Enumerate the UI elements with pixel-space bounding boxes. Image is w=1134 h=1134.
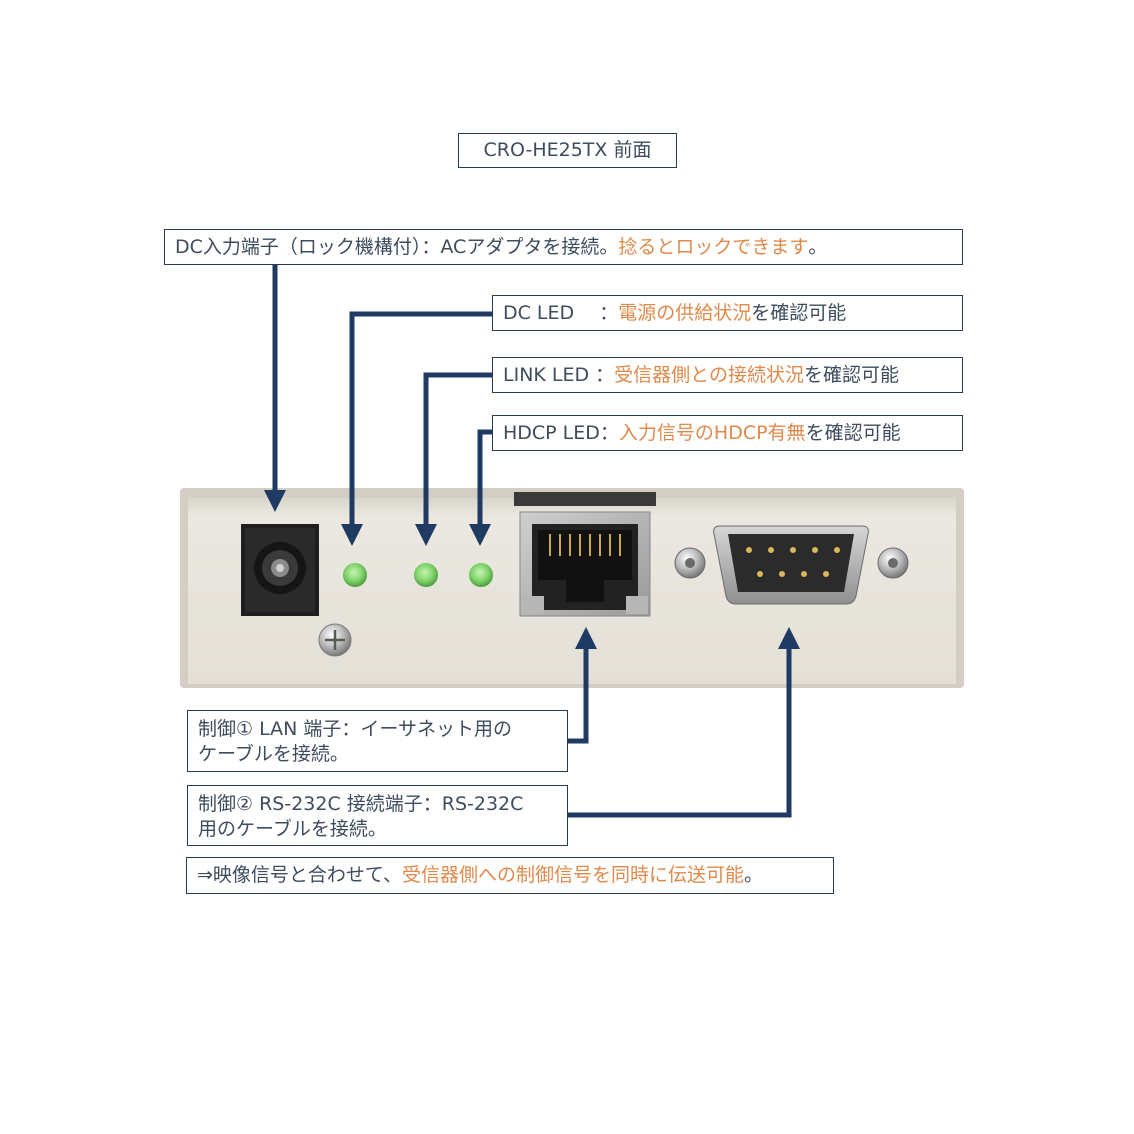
callout-hdcp-led: HDCP LED：入力信号のHDCP有無を確認可能 <box>492 415 963 451</box>
rs232c-port <box>713 525 869 605</box>
callout-link-led-prefix: LINK LED ： <box>503 363 615 386</box>
callout-rs232c-line1: 制御② RS-232C 接続端子：RS-232C <box>198 793 524 815</box>
callout-note-suffix: 。 <box>744 864 764 886</box>
callout-hdcp-led-suffix: を確認可能 <box>805 421 901 444</box>
dc-led-light <box>343 563 367 587</box>
device-front-panel <box>180 488 964 688</box>
screw-icon <box>318 623 352 657</box>
callout-dc-input-prefix: DC入力端子（ロック機構付）：ACアダプタを接続。 <box>175 235 619 258</box>
callout-link-led-suffix: を確認可能 <box>803 363 899 386</box>
callout-dc-led: DC LED ：電源の供給状況を確認可能 <box>492 295 963 331</box>
callout-dc-input: DC入力端子（ロック機構付）：ACアダプタを接続。捻るとロックできます。 <box>164 229 963 265</box>
callout-dc-led-suffix: を確認可能 <box>751 301 847 324</box>
callout-note: ⇒映像信号と合わせて、受信器側への制御信号を同時に伝送可能。 <box>186 857 834 894</box>
callout-link-led-highlight: 受信器側との接続状況 <box>614 363 804 386</box>
callout-lan-line1: 制御① LAN 端子：イーサネット用の <box>198 718 512 740</box>
rj45-top-slot <box>514 492 656 506</box>
lan-port <box>519 511 651 617</box>
link-led-light <box>414 563 438 587</box>
callout-hdcp-led-highlight: 入力信号のHDCP有無 <box>618 421 806 444</box>
callout-hdcp-led-prefix: HDCP LED： <box>503 421 619 444</box>
callout-lan-line2: ケーブルを接続。 <box>198 743 349 765</box>
callout-lan-port: 制御① LAN 端子：イーサネット用の ケーブルを接続。 <box>187 710 568 772</box>
callout-note-highlight: 受信器側への制御信号を同時に伝送可能 <box>401 864 744 886</box>
diagram-title-text: CRO-HE25TX 前面 <box>483 139 652 161</box>
dc-jack <box>241 524 319 616</box>
callout-rs232c-line2: 用のケーブルを接続。 <box>198 818 387 840</box>
db9-left-standoff-icon <box>674 547 706 579</box>
callout-dc-led-highlight: 電源の供給状況 <box>618 301 752 324</box>
callout-rs232c-port: 制御② RS-232C 接続端子：RS-232C 用のケーブルを接続。 <box>187 785 568 846</box>
diagram-title: CRO-HE25TX 前面 <box>458 133 677 168</box>
callout-dc-led-prefix: DC LED ： <box>503 301 619 324</box>
callout-note-prefix: ⇒映像信号と合わせて、 <box>197 864 402 886</box>
callout-dc-input-highlight: 捻るとロックできます <box>618 235 809 258</box>
hdcp-led-light <box>469 563 493 587</box>
callout-dc-input-suffix: 。 <box>808 235 828 258</box>
db9-right-standoff-icon <box>877 547 909 579</box>
callout-link-led: LINK LED ：受信器側との接続状況を確認可能 <box>492 357 963 393</box>
